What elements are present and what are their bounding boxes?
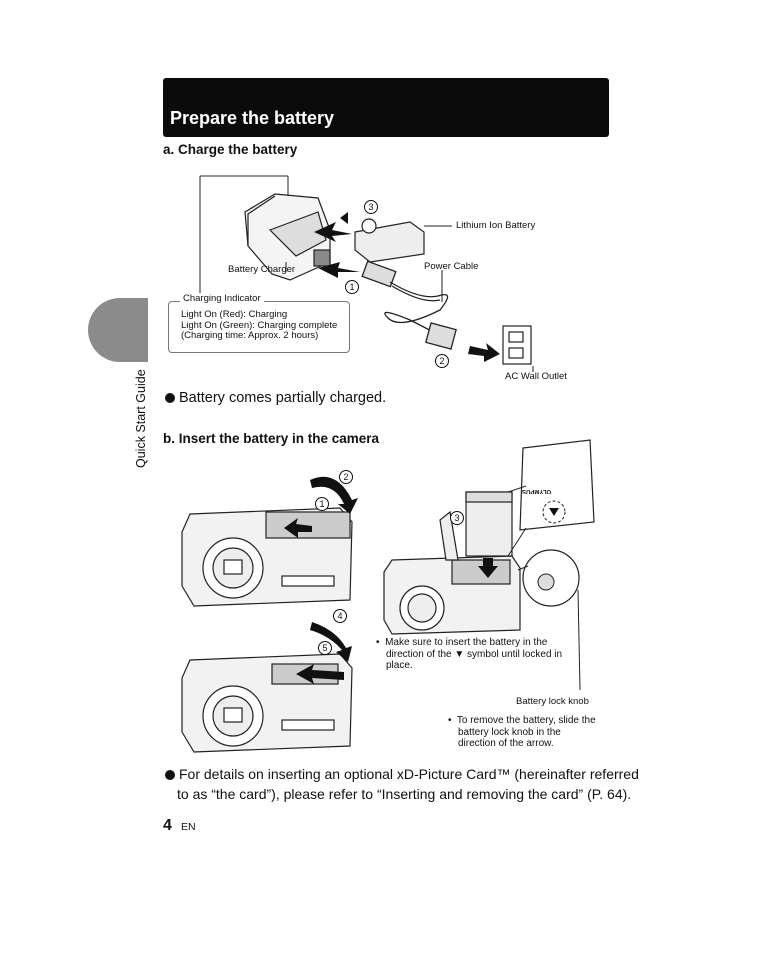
step-1-marker-b: 1: [315, 497, 329, 511]
battery-charger-illustration: [244, 193, 331, 281]
battery-lock-knob-label: Battery lock knob: [516, 696, 589, 707]
power-cable-label: Power Cable: [424, 261, 479, 272]
language-code: EN: [181, 821, 196, 833]
card-note-line: For details on inserting an optional xD-…: [165, 764, 639, 784]
note-line: place.: [386, 660, 413, 671]
note-line: battery lock knob in the: [458, 726, 561, 738]
step-5-marker-b: 5: [318, 641, 332, 655]
wall-outlet-illustration: [502, 325, 532, 365]
section-b-title: b. Insert the battery in the camera: [163, 431, 380, 446]
lithium-ion-battery-label: Lithium Ion Battery: [456, 220, 536, 231]
charging-indicator-title: Charging Indicator: [180, 293, 264, 304]
note-line-text: Make sure to insert the battery in the: [385, 637, 548, 648]
page-title: Prepare the battery: [170, 108, 335, 128]
lithium-ion-battery-illustration: [354, 218, 425, 263]
battery-charger-label: Battery Charger: [228, 264, 296, 275]
header-bar: [163, 78, 609, 137]
power-cable-illustration: [361, 260, 457, 350]
note-line: direction of the ▼ symbol until locked i…: [386, 648, 563, 660]
charging-indicator-line: (Charging time: Approx. 2 hours): [181, 330, 319, 341]
side-tab-marker: [88, 298, 148, 362]
bullet-icon: [165, 770, 175, 780]
charging-indicator-lines: Light On (Red): Charging Light On (Green…: [181, 309, 338, 342]
camera-illustration-open: [181, 507, 353, 607]
step-2-marker: 2: [435, 354, 449, 368]
section-a-title: a. Charge the battery: [163, 142, 298, 157]
step-4-marker-b: 4: [333, 609, 347, 623]
note-line: direction of the arrow.: [458, 738, 554, 749]
card-note-line-text: For details on inserting an optional xD-…: [179, 766, 639, 782]
partial-charge-note-text: Battery comes partially charged.: [179, 390, 387, 406]
camera-illustration-closed: [181, 653, 353, 753]
charging-indicator-line: Light On (Red): Charging: [181, 309, 288, 320]
card-note-line: to as “the card”), please refer to “Inse…: [177, 786, 632, 802]
insert-direction-note: • Make sure to insert the battery in the…: [376, 637, 586, 672]
battery-detail: [519, 439, 595, 531]
step-3-marker: 3: [364, 200, 378, 214]
note-line: • To remove the battery, slide the: [448, 715, 596, 726]
partial-charge-note: Battery comes partially charged.: [165, 390, 386, 406]
remove-battery-note: • To remove the battery, slide the batte…: [448, 715, 608, 750]
note-line-text: To remove the battery, slide the: [456, 715, 596, 726]
charging-indicator-line: Light On (Green): Charging complete: [181, 319, 338, 331]
ac-wall-outlet-label: AC Wall Outlet: [505, 371, 567, 382]
battery-brand-label: OLYMPUS: [522, 488, 552, 494]
step-2-marker-b: 2: [339, 470, 353, 484]
step-1-marker: 1: [345, 280, 359, 294]
step-3-marker-b: 3: [450, 511, 464, 525]
note-line: • Make sure to insert the battery in the: [376, 637, 548, 648]
bullet-icon: [165, 393, 175, 403]
card-reference-note: For details on inserting an optional xD-…: [165, 764, 639, 804]
page-number: 4: [163, 817, 172, 834]
